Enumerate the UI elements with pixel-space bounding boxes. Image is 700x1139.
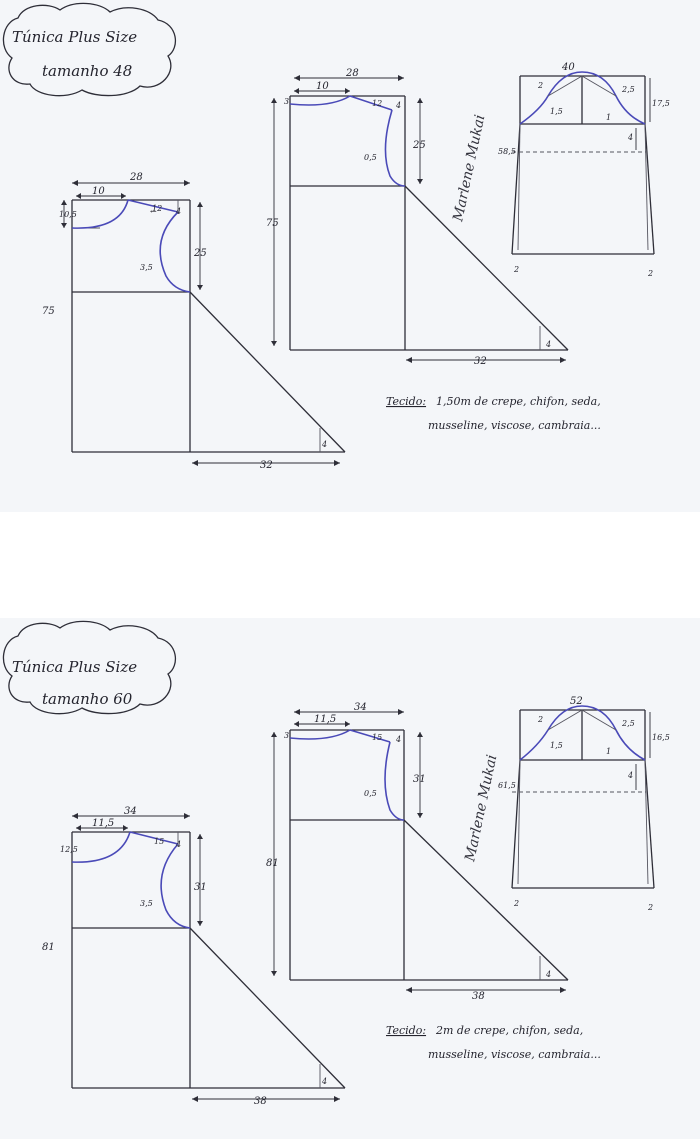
- sleeve-cap-b: 2,5: [621, 719, 635, 728]
- front-shoulder-drop: 4: [175, 207, 181, 216]
- back-hem-rise: 4: [545, 970, 551, 979]
- back-shoulder-drop: 4: [395, 735, 401, 744]
- sleeve-hem-right: 2: [647, 903, 653, 912]
- sleeve-piece: [511, 705, 655, 889]
- sleeve-cap-b: 2,5: [621, 85, 635, 94]
- title-line-1: Túnica Plus Size: [12, 658, 137, 676]
- fabric-line-1: 2m de crepe, chifon, seda,: [435, 1024, 583, 1037]
- back-piece: [289, 729, 569, 981]
- front-length: 81: [42, 942, 55, 953]
- front-top-width: 34: [124, 806, 137, 817]
- back-top-width: 28: [345, 68, 359, 79]
- back-dimensions: 28 10 3 12 4 25 0,5 75 32 4: [266, 68, 566, 367]
- front-length: 75: [42, 306, 55, 317]
- sleeve-cap-d: 1: [606, 747, 611, 756]
- back-neck-width: 11,5: [314, 714, 336, 725]
- front-dimensions: 28 10 10,5 12 4 25 3,5 75 32 4: [42, 172, 340, 471]
- fabric-label: Tecido:: [386, 1024, 426, 1037]
- sleeve-drop: 4: [627, 133, 633, 142]
- back-length: 75: [266, 218, 279, 229]
- back-shoulder: 12: [372, 99, 382, 108]
- fabric-label: Tecido:: [386, 395, 426, 408]
- back-hem-rise: 4: [545, 340, 551, 349]
- front-hem-rise: 4: [321, 440, 327, 449]
- title-cloud: [2, 620, 177, 715]
- sleeve-cap-c: 1,5: [550, 741, 563, 750]
- front-piece: ←: [71, 199, 346, 453]
- front-top-width: 28: [129, 172, 143, 183]
- sleeve-dimensions: 40 2 2,5 1,5 1 17,5 58,5 4 2 2: [498, 62, 670, 278]
- sleeve-cap-c: 1,5: [550, 107, 563, 116]
- front-neck-width: 11,5: [92, 818, 114, 829]
- sleeve-piece: [511, 71, 655, 255]
- front-shoulder-drop: 4: [175, 840, 181, 849]
- back-curve: 0,5: [364, 153, 377, 162]
- front-shoulder: 12: [152, 204, 162, 213]
- title-cloud: [2, 2, 177, 97]
- sleeve-hem-left: 2: [513, 265, 519, 274]
- front-neck-drop: 12,5: [60, 845, 78, 854]
- sleeve-cap-curve: [519, 71, 646, 125]
- back-hem-width: 38: [472, 991, 485, 1002]
- pattern-sheet-size-48: Túnica Plus Size tamanho 48 ← 28 10 10,5…: [0, 0, 700, 512]
- sleeve-cap-height: 16,5: [652, 733, 670, 742]
- sleeve-width: 52: [570, 696, 583, 707]
- fabric-line-1: 1,50m de crepe, chifon, seda,: [436, 395, 601, 408]
- fabric-line-2: musseline, viscose, cambraia...: [428, 419, 601, 432]
- front-armhole-depth: 31: [194, 882, 207, 893]
- sleeve-hem-right: 2: [647, 269, 653, 278]
- front-hem-rise: 4: [321, 1077, 327, 1086]
- back-neck-width: 10: [316, 81, 329, 92]
- sleeve-side: 61,5: [498, 781, 516, 790]
- back-neck-drop: 3: [284, 731, 289, 740]
- back-shoulder-drop: 4: [395, 101, 401, 110]
- pattern-drawing-60: Túnica Plus Size tamanho 60 34 11,5 12,5…: [2, 620, 670, 1107]
- front-shoulder: 15: [154, 837, 164, 846]
- sleeve-cap-a: 2: [537, 715, 543, 724]
- front-neck-width: 10: [92, 186, 105, 197]
- back-neck-drop: 3: [284, 97, 289, 106]
- back-top-width: 34: [354, 702, 367, 713]
- front-armhole-curve: [159, 211, 191, 293]
- sleeve-width: 40: [561, 62, 575, 73]
- front-armhole-depth: 25: [193, 248, 207, 259]
- sleeve-cap-height: 17,5: [652, 99, 670, 108]
- sleeve-cap-d: 1: [606, 113, 611, 122]
- title-line-1: Túnica Plus Size: [12, 28, 137, 46]
- back-hem-width: 32: [474, 356, 487, 367]
- back-piece: [289, 95, 569, 351]
- sleeve-drop: 4: [627, 771, 633, 780]
- front-hem-width: 38: [254, 1096, 267, 1107]
- back-armhole-depth: 31: [413, 774, 426, 785]
- fabric-line-2: musseline, viscose, cambraia...: [428, 1048, 601, 1061]
- signature: Marlene Mukai: [462, 753, 500, 863]
- front-neck-curve: [71, 199, 129, 229]
- pattern-drawing-48: Túnica Plus Size tamanho 48 ← 28 10 10,5…: [2, 2, 670, 471]
- pattern-sheet-size-60: Túnica Plus Size tamanho 60 34 11,5 12,5…: [0, 618, 700, 1139]
- front-dimensions: 34 11,5 12,5 15 4 31 3,5 81 38 4: [42, 806, 340, 1107]
- back-shoulder: 15: [372, 733, 382, 742]
- back-length: 81: [266, 858, 279, 869]
- front-neck-drop: 10,5: [59, 210, 77, 219]
- title-line-2: tamanho 48: [42, 62, 132, 80]
- title-line-2: tamanho 60: [42, 690, 133, 708]
- back-dimensions: 34 11,5 3 15 4 31 0,5 81 38 4: [266, 702, 566, 1002]
- front-curve: 3,5: [140, 263, 153, 272]
- back-armhole-depth: 25: [412, 140, 426, 151]
- front-hem-width: 32: [260, 460, 273, 471]
- back-curve: 0,5: [364, 789, 377, 798]
- front-curve: 3,5: [140, 899, 153, 908]
- signature: Marlene Mukai: [450, 113, 488, 223]
- sleeve-side: 58,5: [498, 147, 516, 156]
- sleeve-hem-left: 2: [513, 899, 519, 908]
- front-piece: [71, 831, 346, 1089]
- sleeve-cap-a: 2: [537, 81, 543, 90]
- arrow-glyph: ←: [150, 207, 157, 216]
- sleeve-dimensions: 52 2 2,5 1,5 1 16,5 61,5 4 2 2: [498, 696, 670, 912]
